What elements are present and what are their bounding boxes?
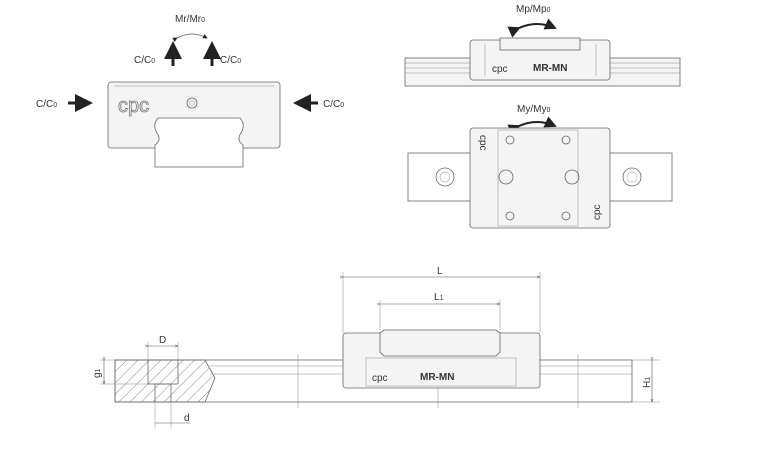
cpc-logo: cpc [477, 135, 488, 151]
rotation-arrow-icon [507, 18, 557, 38]
top-view: My/My0 cpc cpc [407, 104, 673, 229]
cpc-logo: cpc [592, 204, 603, 220]
lube-nipple-icon [186, 97, 198, 109]
dimension-view: cpc MR-MN L L1 D g1 d H1 [92, 266, 660, 428]
load-label-up-right: C/C0 [220, 55, 241, 66]
rail-section-hatch [114, 359, 216, 403]
screw-icon [564, 169, 580, 185]
rail-screw-icon [622, 167, 642, 187]
bolt-hole [154, 383, 172, 403]
load-label-up-left: C/C0 [134, 55, 155, 66]
moment-label-mr: Mr/Mr0 [175, 14, 205, 25]
side-view: Mp/Mp0 cpc MR-MN [404, 4, 681, 87]
screw-icon [498, 169, 514, 185]
mount-hole-icon [505, 135, 515, 145]
model-label: MR-MN [420, 372, 454, 383]
model-label: MR-MN [533, 63, 567, 74]
rotation-arrow-icon [507, 116, 557, 136]
dim-label-g1: g1 [92, 368, 103, 378]
carriage-block [469, 127, 611, 229]
dim-label-L1: L1 [434, 292, 444, 303]
mount-hole-icon [561, 211, 571, 221]
rotation-arrow-icon [172, 33, 208, 42]
cpc-logo: cpc [492, 64, 508, 75]
moment-label-my: My/My0 [517, 104, 550, 115]
load-label-right: C/C0 [323, 99, 344, 110]
front-view: Mr/Mr0 C/C0 C/C0 C/C0 C/C0 cpc [36, 14, 344, 168]
mount-hole-icon [505, 211, 515, 221]
mount-hole-icon [561, 135, 571, 145]
dim-label-D: D [159, 335, 166, 346]
moment-label-mp: Mp/Mp0 [516, 4, 551, 15]
rail-section [154, 117, 244, 168]
dim-label-H1: H1 [642, 377, 653, 388]
load-label-left: C/C0 [36, 99, 57, 110]
dim-label-L: L [437, 266, 443, 277]
dim-label-d: d [184, 413, 190, 424]
cpc-logo: cpc [118, 95, 149, 117]
cpc-logo: cpc [372, 373, 388, 384]
rail-screw-icon [435, 167, 455, 187]
